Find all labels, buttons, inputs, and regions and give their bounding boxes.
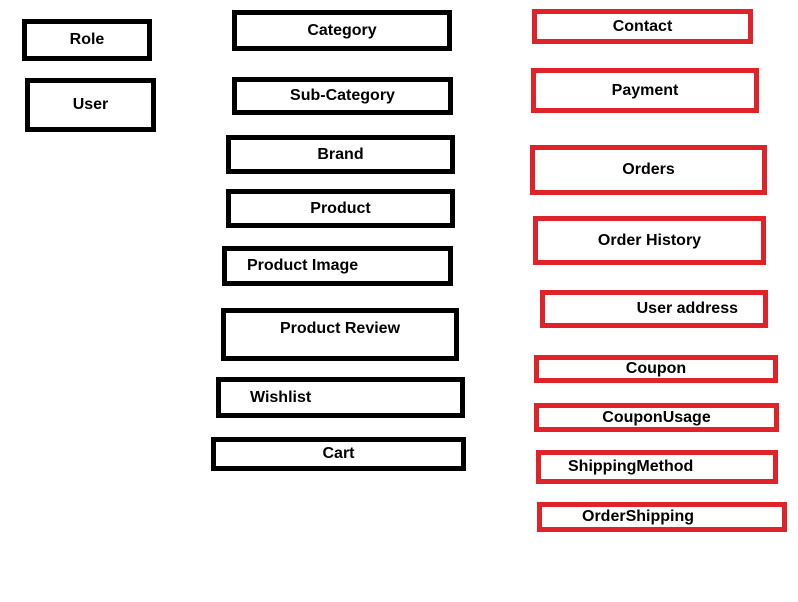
diagram-node-orders: Orders [530, 145, 767, 195]
diagram-node-label: Role [69, 31, 105, 49]
diagram-node-brand: Brand [226, 135, 455, 174]
diagram-node-wishlist: Wishlist [216, 377, 465, 418]
diagram-node-cart: Cart [211, 437, 466, 471]
diagram-node-category: Category [232, 10, 452, 51]
diagram-node-product-image: Product Image [222, 246, 453, 286]
diagram-node-coupon-usage: CouponUsage [534, 403, 779, 432]
diagram-node-label: User address [636, 300, 738, 318]
diagram-node-shipping-method: ShippingMethod [536, 450, 778, 484]
diagram-node-label: Cart [322, 445, 355, 463]
diagram-node-sub-category: Sub-Category [232, 77, 453, 115]
diagram-node-label: Payment [611, 81, 679, 99]
diagram-node-label: Category [307, 21, 377, 39]
diagram-node-contact: Contact [532, 9, 753, 44]
diagram-node-user: User [25, 78, 156, 132]
diagram-node-label: Product Review [279, 320, 401, 337]
diagram-node-order-history: Order History [533, 216, 766, 265]
diagram-node-coupon: Coupon [534, 355, 778, 383]
diagram-node-payment: Payment [531, 68, 759, 113]
diagram-node-label: Orders [622, 161, 675, 179]
diagram-node-label: ShippingMethod [568, 458, 694, 476]
diagram-node-order-shipping: OrderShipping [537, 502, 787, 532]
diagram-node-label: Sub-Category [290, 87, 395, 105]
diagram-node-label: Coupon [625, 360, 687, 378]
diagram-node-label: Product Image [247, 257, 359, 275]
diagram-node-user-address: User address [540, 290, 768, 328]
diagram-node-label: CouponUsage [602, 408, 711, 426]
diagram-node-role: Role [22, 19, 152, 61]
diagram-node-label: User [72, 96, 109, 114]
diagram-node-label: OrderShipping [582, 508, 694, 526]
diagram-node-label: Contact [612, 17, 673, 35]
diagram-node-product-review: Product Review [221, 308, 459, 361]
diagram-node-label: Order History [597, 231, 702, 249]
diagram-node-label: Product [310, 199, 371, 217]
diagram-node-label: Wishlist [250, 388, 312, 406]
diagram-node-label: Brand [317, 145, 364, 163]
diagram-node-product: Product [226, 189, 455, 228]
